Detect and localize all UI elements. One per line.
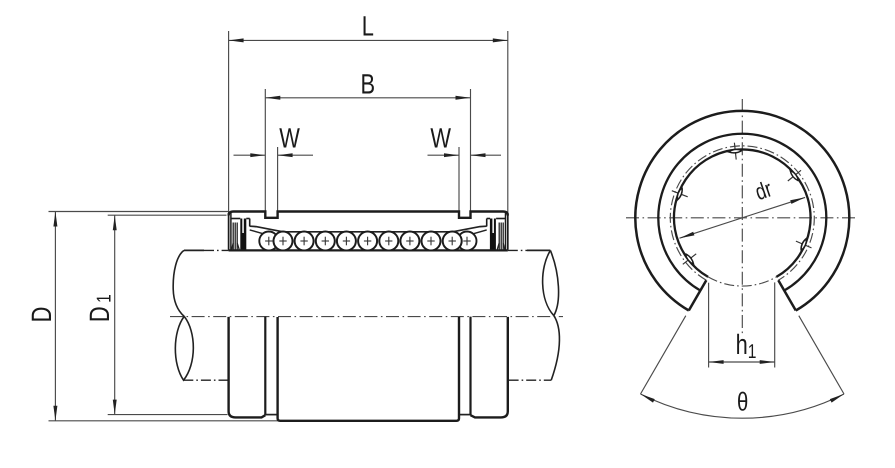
- svg-text:D: D: [26, 307, 57, 323]
- svg-text:θ: θ: [737, 386, 748, 416]
- svg-text:W: W: [430, 123, 451, 154]
- svg-text:1: 1: [93, 294, 115, 303]
- svg-text:B: B: [361, 69, 376, 100]
- svg-text:L: L: [362, 10, 374, 41]
- svg-text:D: D: [84, 306, 115, 322]
- svg-text:W: W: [279, 123, 300, 154]
